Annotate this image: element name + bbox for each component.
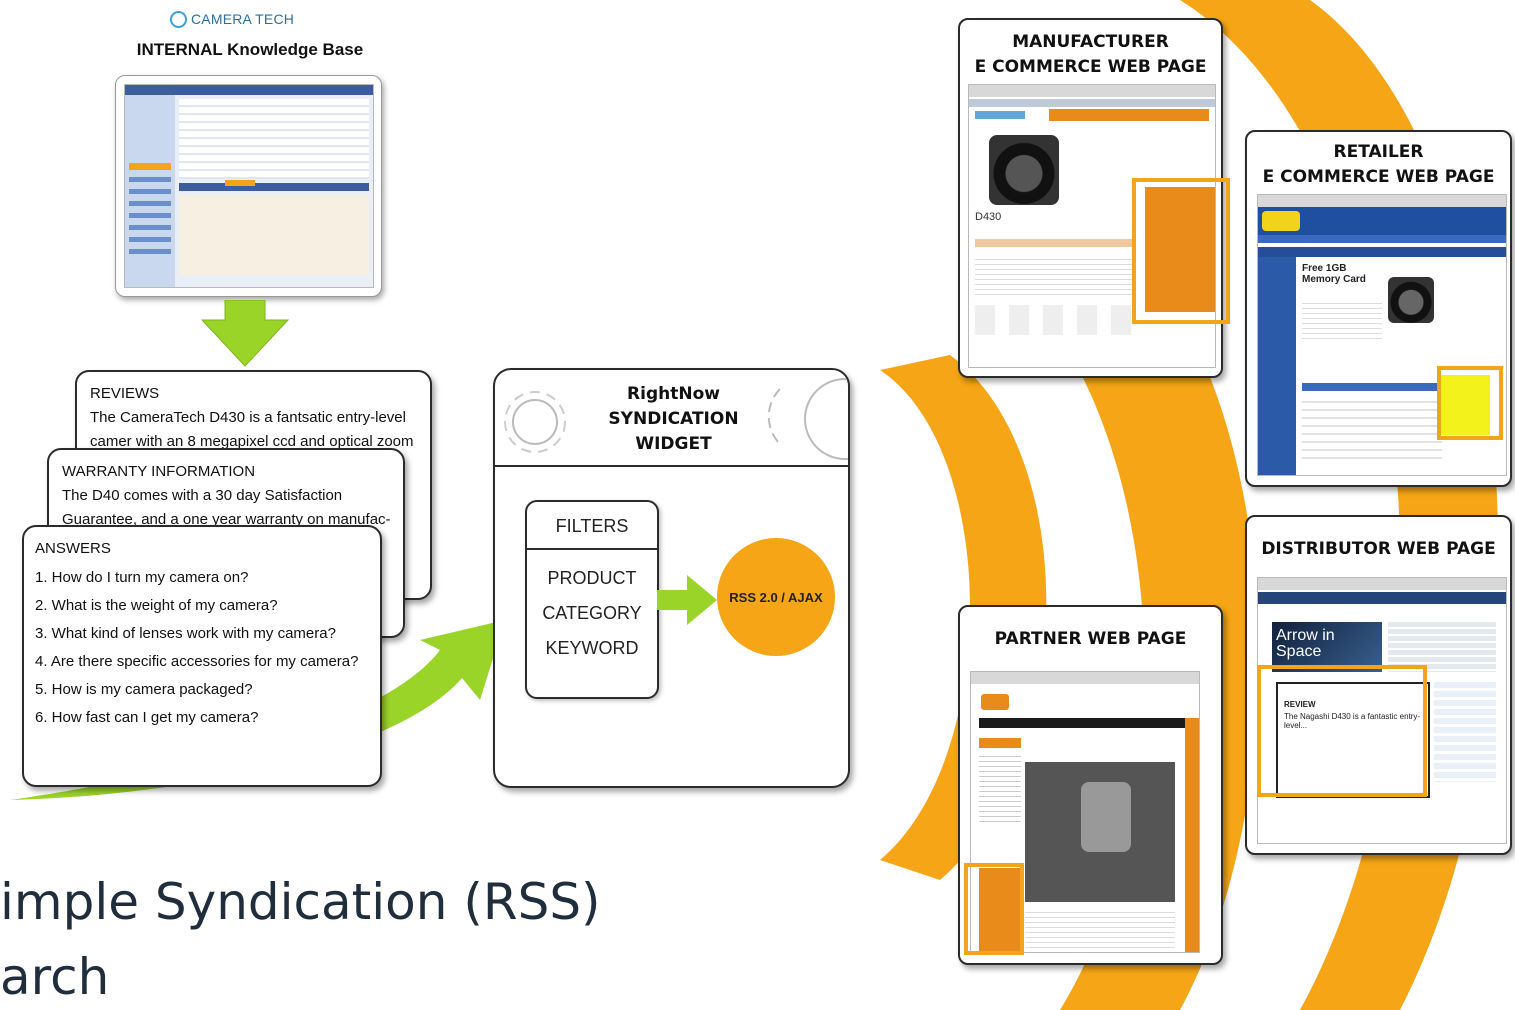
distributor-review-label: REVIEW [1284, 700, 1316, 709]
distributor-banner: Arrow in Space [1276, 627, 1335, 660]
green-down-arrow [200, 300, 290, 367]
gear-icon [504, 391, 566, 453]
warranty-line-2: Guarantee, and a one year warranty on ma… [62, 511, 391, 528]
rss-output-label: RSS 2.0 / AJAX [729, 589, 823, 605]
answer-item: 6. How fast can I get my camera? [35, 709, 259, 726]
answers-list: 1. How do I turn my camera on? 2. What i… [35, 564, 358, 732]
retailer-headline: Free 1GB Memory Card [1302, 263, 1366, 285]
kb-title: INTERNAL Knowledge Base [136, 40, 364, 59]
warranty-line-1: The D40 comes with a 30 day Satisfaction [62, 487, 343, 504]
answer-item: 4. Are there specific accessories for my… [35, 653, 359, 670]
slide-bullet-2: arch [0, 948, 110, 1006]
logo-ring-icon [170, 10, 187, 28]
manufacturer-title-1: MANUFACTURER [1012, 32, 1169, 52]
partner-title: PARTNER WEB PAGE [994, 629, 1187, 649]
partner-page-card: PARTNER WEB PAGE [958, 605, 1223, 965]
distributor-review-text: The Nagashi D430 is a fantastic entry-le… [1284, 712, 1421, 730]
filters-divider [527, 548, 657, 550]
retailer-page-card: RETAILER E COMMERCE WEB PAGE Free 1GB Me… [1245, 130, 1512, 487]
distributor-screenshot: Arrow in Space REVIEW The Nagashi D430 i… [1257, 577, 1507, 844]
partner-screenshot [970, 671, 1200, 953]
answer-item: 2. What is the weight of my camera? [35, 597, 278, 614]
filter-keyword: KEYWORD [545, 638, 639, 658]
answer-item: 3. What kind of lenses work with my came… [35, 625, 336, 642]
distributor-page-card: DISTRIBUTOR WEB PAGE Arrow in Space REVI… [1245, 515, 1512, 855]
syndication-widget: RightNow SYNDICATION WIDGET FILTERS PROD… [493, 368, 850, 788]
retailer-title-1: RETAILER [1333, 142, 1424, 162]
rss-output-badge: RSS 2.0 / AJAX [717, 538, 835, 656]
filter-product: PRODUCT [547, 568, 637, 588]
widget-title-1: RightNow [627, 384, 720, 404]
answers-card: ANSWERS 1. How do I turn my camera on? 2… [22, 525, 382, 787]
widget-title-2: SYNDICATION [608, 409, 739, 429]
reviews-line-1: The CameraTech D430 is a fantsatic entry… [90, 409, 406, 426]
filters-title: FILTERS [555, 516, 629, 536]
retailer-screenshot: Free 1GB Memory Card [1257, 194, 1507, 476]
answer-item: 1. How do I turn my camera on? [35, 569, 249, 586]
kb-screenshot [124, 84, 374, 288]
partner-widget-highlight [964, 863, 1024, 955]
widget-title-3: WIDGET [635, 434, 712, 454]
warranty-heading: WARRANTY INFORMATION [62, 463, 256, 480]
manufacturer-model: D430 [975, 211, 1002, 223]
filter-category: CATEGORY [542, 603, 642, 623]
slide-bullet-1: imple Syndication (RSS) [0, 873, 601, 931]
manufacturer-page-card: MANUFACTURER E COMMERCE WEB PAGE D430 [958, 18, 1230, 378]
filters-box: FILTERS PRODUCT CATEGORY KEYWORD [525, 500, 659, 699]
distributor-widget-highlight [1257, 665, 1427, 797]
kb-screenshot-frame [115, 75, 382, 297]
gear-icon [767, 378, 848, 460]
answers-heading: ANSWERS [35, 540, 111, 557]
retailer-title-2: E COMMERCE WEB PAGE [1262, 167, 1495, 187]
answer-item: 5. How is my camera packaged? [35, 681, 253, 698]
manufacturer-title-2: E COMMERCE WEB PAGE [974, 57, 1207, 77]
green-right-arrow [657, 575, 717, 625]
retailer-widget-highlight [1437, 366, 1503, 440]
widget-divider [495, 465, 848, 467]
reviews-heading: REVIEWS [90, 385, 160, 402]
distributor-title: DISTRIBUTOR WEB PAGE [1261, 539, 1496, 559]
camera-tech-logo: CAMERA TECH [170, 8, 294, 30]
manufacturer-widget-highlight [1132, 178, 1230, 324]
logo-text: CAMERA TECH [191, 11, 295, 27]
